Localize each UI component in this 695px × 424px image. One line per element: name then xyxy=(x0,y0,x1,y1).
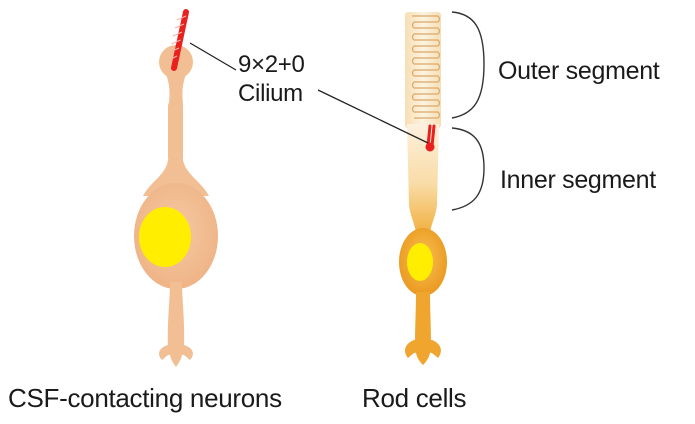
brace-inner-segment xyxy=(452,128,484,210)
leader-line-csf-cilium xyxy=(190,43,236,70)
cilium-label-name: Cilium xyxy=(238,79,305,108)
csf-contacting-neuron xyxy=(134,12,218,367)
cilium-label: 9×2+0 Cilium xyxy=(238,50,305,108)
rod-terminal xyxy=(405,340,441,365)
cilium-label-structure: 9×2+0 xyxy=(238,50,305,79)
csf-dendrite xyxy=(168,100,183,164)
rod-nucleus xyxy=(407,243,433,281)
rod-cell xyxy=(399,12,447,365)
rod-axon xyxy=(415,292,431,345)
csf-neurons-caption: CSF-contacting neurons xyxy=(8,383,282,414)
rod-cells-caption: Rod cells xyxy=(362,383,466,414)
brace-outer-segment xyxy=(452,12,484,118)
csf-apical-neck xyxy=(166,74,186,104)
csf-terminal xyxy=(159,345,193,367)
inner-segment-label: Inner segment xyxy=(500,166,656,195)
csf-nucleus xyxy=(139,207,191,267)
outer-segment-label: Outer segment xyxy=(498,57,659,86)
csf-axon xyxy=(168,282,184,350)
